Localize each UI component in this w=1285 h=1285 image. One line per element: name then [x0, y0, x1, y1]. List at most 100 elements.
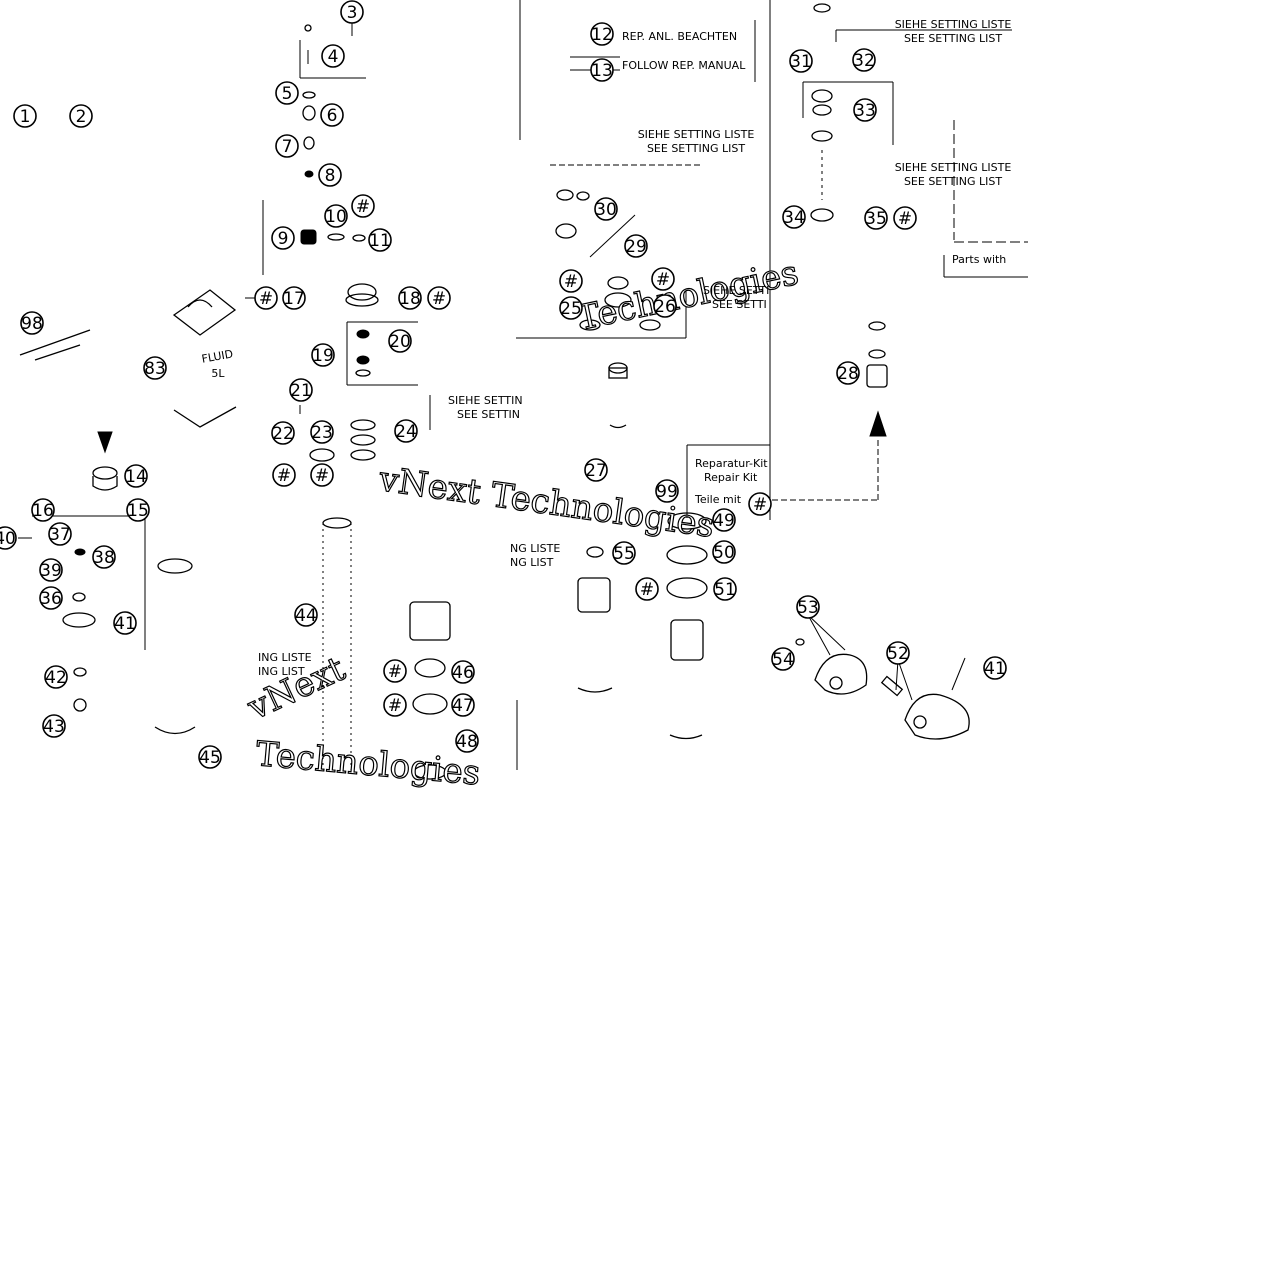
hash-symbol: #	[388, 662, 402, 682]
callout-20: 20	[388, 329, 412, 353]
callout-circle	[983, 656, 1007, 680]
note-see-2: SEE SETTING LIST	[904, 32, 1002, 45]
callout-circle	[852, 48, 876, 72]
hash-symbol: #	[315, 466, 329, 486]
callout-circle	[198, 745, 222, 769]
callout-number: 7	[282, 137, 293, 157]
callout-number: 33	[854, 101, 876, 121]
callout-number: 25	[560, 299, 582, 319]
callout-number: 16	[32, 501, 54, 521]
callout-7: 7	[275, 134, 299, 158]
hash-circle	[651, 267, 675, 291]
callout-circle	[713, 577, 737, 601]
callout-24: 24	[394, 419, 418, 443]
callout-47: 47	[451, 693, 475, 717]
callout-circle	[796, 595, 820, 619]
note-see-3: SEE SETTING LIST	[904, 175, 1002, 188]
callout-number: 26	[654, 297, 676, 317]
callout-31: 31	[789, 49, 813, 73]
hash-symbol: #	[388, 696, 402, 716]
callout-number: 24	[395, 422, 417, 442]
callout-number: 53	[797, 598, 819, 618]
callout-40: 40	[0, 526, 17, 550]
hash-symbol: #	[753, 495, 767, 515]
hash-circle	[893, 206, 917, 230]
callout-circle	[324, 204, 348, 228]
callout-circle	[559, 296, 583, 320]
callout-number: 20	[389, 332, 411, 352]
callout-circle	[44, 665, 68, 689]
callout-19: 19	[311, 343, 335, 367]
callout-circle	[368, 228, 392, 252]
callout-circle	[310, 420, 334, 444]
callout-number: 34	[783, 208, 805, 228]
callout-circle	[655, 479, 679, 503]
hash-marker: #	[383, 659, 407, 683]
callout-99: 99	[655, 479, 679, 503]
callout-42: 42	[44, 665, 68, 689]
note-siehe-trunc-1: SIEHE SETTI	[703, 284, 769, 297]
callout-number: 43	[43, 717, 65, 737]
callout-number: 50	[713, 543, 735, 563]
callout-number: 29	[625, 237, 647, 257]
callout-circle	[42, 714, 66, 738]
callout-circle	[20, 311, 44, 335]
callout-circle	[712, 508, 736, 532]
note-fluid: FLUID	[201, 347, 234, 365]
callout-number: 21	[290, 381, 312, 401]
callout-50: 50	[712, 540, 736, 564]
callout-number: 98	[21, 314, 43, 334]
callout-number: 40	[0, 529, 16, 549]
callout-circle	[39, 558, 63, 582]
callout-number: 44	[295, 606, 317, 626]
callout-circle	[864, 206, 888, 230]
hash-marker: #	[351, 194, 375, 218]
callout-43: 43	[42, 714, 66, 738]
callout-number: 27	[585, 461, 607, 481]
note-see-trunc-2: SEE SETTIN	[457, 408, 520, 421]
callout-6: 6	[320, 103, 344, 127]
callout-circle	[455, 729, 479, 753]
callout-circle	[853, 98, 877, 122]
note-ng-list: NG LIST	[510, 556, 554, 569]
hash-marker: #	[254, 286, 278, 310]
callout-48: 48	[455, 729, 479, 753]
hash-symbol: #	[564, 272, 578, 292]
callout-circle	[320, 103, 344, 127]
hash-symbol: #	[259, 289, 273, 309]
note-parts-with: Parts with	[952, 253, 1006, 266]
note-ing-list: ING LIST	[258, 665, 305, 678]
hash-symbol: #	[640, 580, 654, 600]
callout-number: 32	[853, 51, 875, 71]
callout-number: 36	[40, 589, 62, 609]
callout-circle	[39, 586, 63, 610]
callout-3: 3	[340, 0, 364, 24]
hash-circle	[748, 492, 772, 516]
callout-number: 13	[591, 61, 613, 81]
callout-53: 53	[796, 595, 820, 619]
callout-circle	[13, 104, 37, 128]
callout-number: 42	[45, 668, 67, 688]
callout-circle	[124, 464, 148, 488]
callout-number: 15	[127, 501, 149, 521]
callout-number: 5	[282, 84, 293, 104]
callout-circle	[92, 545, 116, 569]
callout-number: 17	[283, 289, 305, 309]
callout-circle	[340, 0, 364, 24]
hash-circle	[272, 463, 296, 487]
callout-17: 17	[282, 286, 306, 310]
callout-number: 49	[713, 511, 735, 531]
hash-marker: #	[559, 269, 583, 293]
callout-number: 1	[20, 107, 31, 127]
callout-circle	[113, 611, 137, 635]
hash-circle	[383, 659, 407, 683]
callout-number: 23	[311, 423, 333, 443]
callout-41: 41	[113, 611, 137, 635]
hash-marker: #	[893, 206, 917, 230]
callout-circle	[782, 205, 806, 229]
callout-number: 19	[312, 346, 334, 366]
callout-39: 39	[39, 558, 63, 582]
hash-marker: #	[427, 286, 451, 310]
note-rep-kit-de: Reparatur-Kit	[695, 457, 768, 470]
